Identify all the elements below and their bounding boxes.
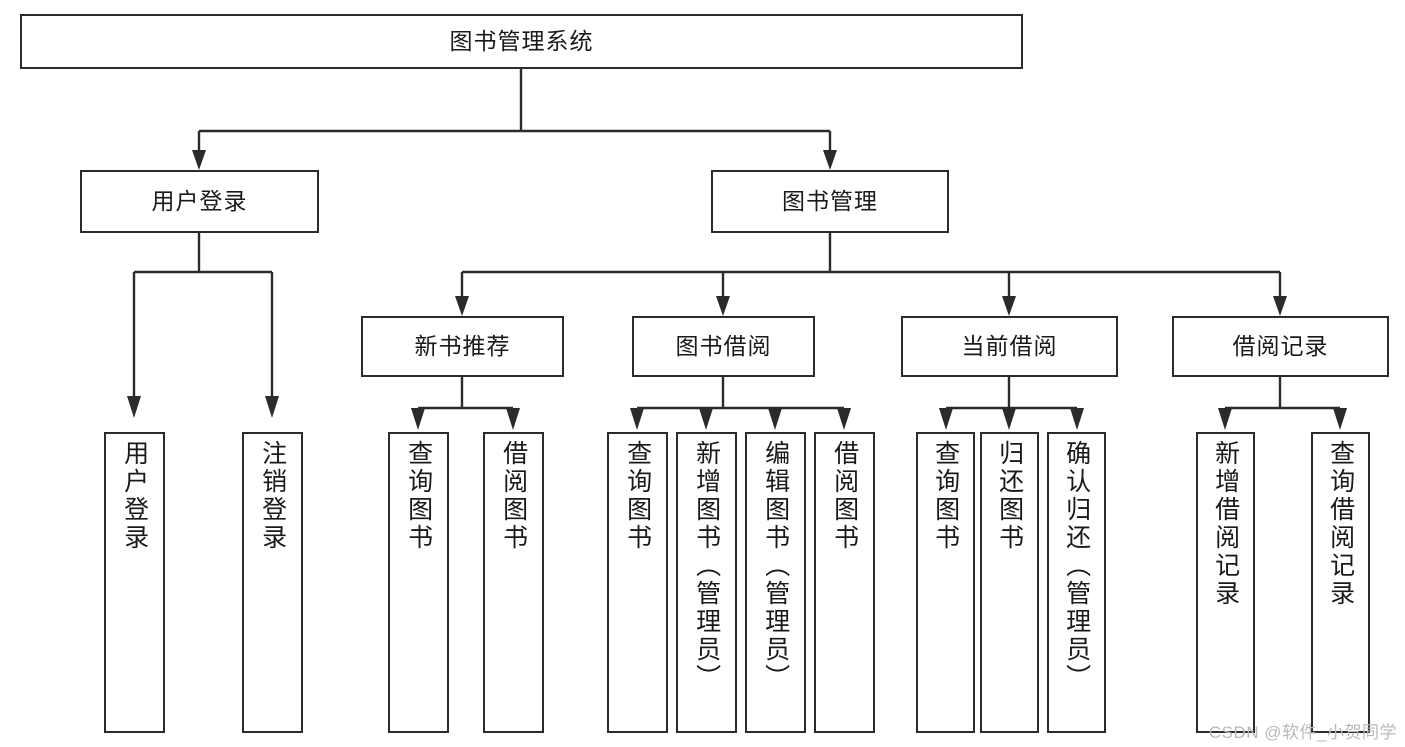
node-label: 图书借阅 (675, 332, 772, 359)
node-current-borrow[interactable]: 当前借阅 (901, 316, 1118, 377)
node-new-book-recommend[interactable]: 新书推荐 (361, 316, 564, 377)
node-book-management[interactable]: 图书管理 (711, 170, 949, 233)
node-borrow-record[interactable]: 借阅记录 (1172, 316, 1389, 377)
node-label: 用户登录 (120, 440, 149, 552)
node-label: 借阅图书 (499, 440, 528, 552)
arrow-br-c2 (1333, 408, 1347, 430)
node-label: 查询图书 (404, 440, 433, 552)
node-label: 新增图书（管理员） (692, 440, 721, 692)
leaf-current-confirm-return-admin[interactable]: 确认归还（管理员） (1047, 432, 1106, 733)
arrow-cb-c2 (1002, 408, 1016, 430)
arrow-nbr-c1 (411, 408, 425, 430)
arrow-bb-c4 (837, 408, 851, 430)
node-label: 借阅记录 (1232, 332, 1329, 359)
leaf-current-return-book[interactable]: 归还图书 (980, 432, 1039, 733)
arrow-book-manage (823, 150, 837, 170)
arrow-bb-c1 (630, 408, 644, 430)
leaf-new-book-borrow[interactable]: 借阅图书 (483, 432, 544, 733)
node-label: 注销登录 (258, 440, 287, 552)
leaf-borrow-add-book-admin[interactable]: 新增图书（管理员） (676, 432, 737, 733)
node-label: 图书管理系统 (449, 27, 594, 54)
node-label: 查询图书 (623, 440, 652, 552)
arrow-l3-c2 (716, 296, 730, 316)
arrow-l3-c3 (1002, 296, 1016, 316)
leaf-new-book-query[interactable]: 查询图书 (388, 432, 449, 733)
leaf-record-query-record[interactable]: 查询借阅记录 (1311, 432, 1370, 733)
node-label: 查询图书 (931, 440, 960, 552)
leaf-borrow-edit-book-admin[interactable]: 编辑图书（管理员） (745, 432, 806, 733)
arrow-bb-c2 (699, 408, 713, 430)
node-label: 当前借阅 (961, 332, 1058, 359)
arrow-cb-c3 (1070, 408, 1084, 430)
node-label: 确认归还（管理员） (1062, 440, 1091, 692)
arrow-l3-c4 (1273, 296, 1287, 316)
node-label: 图书管理 (782, 187, 878, 214)
leaf-record-add-record[interactable]: 新增借阅记录 (1196, 432, 1255, 733)
node-label: 新增借阅记录 (1211, 440, 1240, 608)
node-label: 查询借阅记录 (1326, 440, 1355, 608)
arrow-cb-c1 (939, 408, 953, 430)
node-root-book-management-system[interactable]: 图书管理系统 (20, 14, 1023, 69)
node-book-borrow[interactable]: 图书借阅 (632, 316, 815, 377)
arrow-bb-c3 (768, 408, 782, 430)
arrow-ul-c1 (127, 396, 141, 418)
arrow-br-c1 (1218, 408, 1232, 430)
node-user-login[interactable]: 用户登录 (80, 170, 319, 233)
leaf-borrow-borrow-book[interactable]: 借阅图书 (814, 432, 875, 733)
arrow-user-login (192, 150, 206, 170)
leaf-user-login-login[interactable]: 用户登录 (104, 432, 165, 733)
node-label: 新书推荐 (414, 332, 511, 359)
arrow-nbr-c2 (506, 408, 520, 430)
node-label: 编辑图书（管理员） (761, 440, 790, 692)
node-label: 借阅图书 (830, 440, 859, 552)
leaf-current-query-book[interactable]: 查询图书 (916, 432, 975, 733)
leaf-user-login-logout[interactable]: 注销登录 (242, 432, 303, 733)
watermark: CSDN @软件_小贺同学 (1208, 723, 1397, 742)
node-label: 用户登录 (151, 187, 248, 214)
node-label: 归还图书 (995, 440, 1024, 552)
arrow-ul-c2 (265, 396, 279, 418)
arrow-l3-c1 (455, 296, 469, 316)
leaf-borrow-query-book[interactable]: 查询图书 (607, 432, 668, 733)
